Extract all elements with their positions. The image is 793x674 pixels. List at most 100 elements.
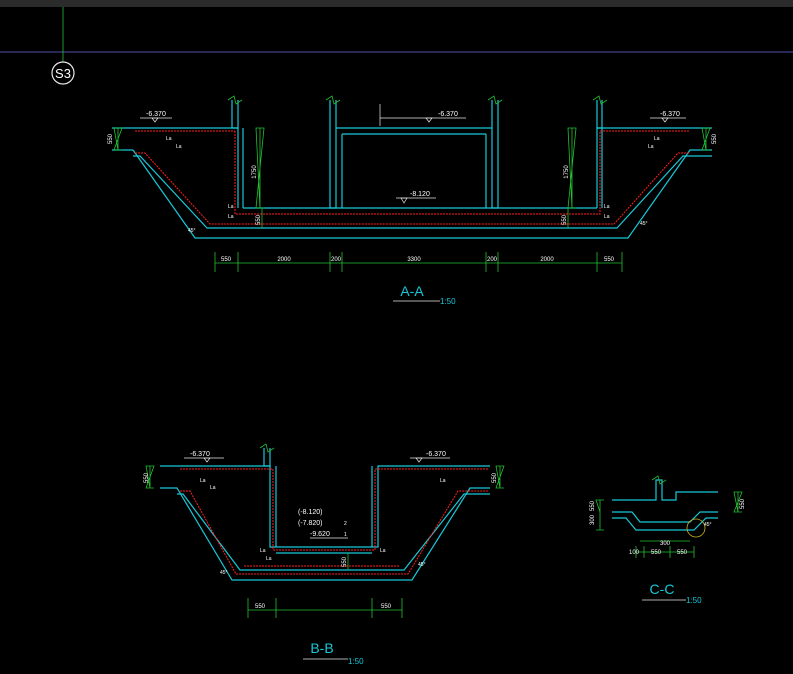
- aa-la-7: La: [654, 136, 660, 142]
- aa-outer-outline: [132, 149, 712, 239]
- cc-scale: 1:50: [686, 596, 702, 605]
- aa-la-5: La: [604, 204, 610, 210]
- aa-break-mark-4: [592, 95, 608, 105]
- aa-left-wall: [112, 127, 239, 208]
- section-bb[interactable]: -6.370 -6.370 (-8.120) (-7.820) -9.620 2…: [144, 443, 505, 666]
- sheet-marker[interactable]: S3: [51, 61, 75, 85]
- bb-la-4: La: [266, 556, 272, 562]
- aa-angle-left: 45°: [188, 228, 196, 234]
- aa-la-3: La: [228, 204, 234, 210]
- bb-elev-right: -6.370: [426, 451, 446, 458]
- aa-elev-bottom-triangle: [400, 197, 408, 204]
- bb-dim-left: [145, 465, 155, 489]
- cc-bottom-dim-1: 100: [629, 550, 640, 556]
- aa-dim-right-550: [701, 127, 711, 151]
- aa-elev-center: -6.370: [438, 111, 458, 118]
- aa-dim-left-550: [113, 127, 123, 151]
- aa-center-right-col: [491, 100, 499, 209]
- aa-la-4: La: [228, 214, 234, 220]
- section-aa[interactable]: -6.370 -6.370 -6.370 -8.120 1750 1750 55…: [108, 95, 718, 306]
- aa-break-mark-2: [325, 95, 341, 105]
- aa-scale: 1:50: [440, 297, 456, 306]
- bb-elev-left-triangle: [203, 457, 211, 463]
- bb-level-3: -9.620: [310, 531, 330, 538]
- aa-dim-left-wall: [255, 127, 265, 209]
- aa-elev-center-marker: [379, 104, 466, 126]
- cc-break-mark: [651, 475, 667, 485]
- bb-elev-left: -6.370: [190, 451, 210, 458]
- aa-dim-slab-left-text: 550: [256, 214, 262, 225]
- aa-elev-left: -6.370: [146, 111, 166, 118]
- section-cc[interactable]: 550 300 550 300 100 550 550 45° C-C 1:50: [590, 475, 746, 605]
- bb-inner-outline: [177, 493, 490, 571]
- aa-la-1: La: [166, 136, 172, 142]
- aa-break-mark-1: [227, 95, 243, 105]
- cc-dim-right: [733, 491, 743, 513]
- aa-bottom-dim-4: 3300: [407, 257, 421, 263]
- aa-rebar-left-wall: [234, 131, 601, 215]
- aa-dim-right-550-text: 550: [712, 133, 718, 144]
- aa-bottom-dim-2: 2000: [277, 257, 291, 263]
- bb-break-mark: [259, 443, 275, 453]
- cc-inner-outline: [612, 511, 718, 523]
- aa-dim-left-wall-text: 1750: [252, 165, 258, 179]
- aa-elev-right: -6.370: [660, 111, 680, 118]
- sheet-marker-label: S3: [55, 66, 71, 81]
- cc-dim-left-text: 550: [590, 500, 596, 511]
- cc-bottom-dim-2: 550: [651, 550, 662, 556]
- cc-dim-left2: [596, 512, 604, 531]
- aa-elev-right-triangle: [661, 117, 669, 123]
- aa-bottom-dim-7: 550: [604, 257, 615, 263]
- aa-bottom-dim-1: 550: [221, 257, 232, 263]
- bb-level-2: (-7.820): [298, 520, 323, 527]
- cc-bottom-dim-3: 550: [677, 550, 688, 556]
- cc-dim-chain-ticks: [635, 546, 695, 558]
- bb-dim-right: [495, 465, 505, 489]
- aa-bottom-dim-3: 200: [331, 257, 342, 263]
- cc-angle: 45°: [704, 522, 712, 528]
- aa-dim-right-wall: [567, 127, 577, 209]
- aa-angle-right: 45°: [640, 221, 648, 227]
- cc-title: C-C: [650, 581, 675, 597]
- bb-elev-right-triangle: [415, 457, 423, 463]
- bb-left-top: [160, 465, 490, 548]
- aa-center-left-col: [329, 100, 337, 209]
- bb-la-5: La: [380, 548, 386, 554]
- bb-level-note-2: 1: [344, 532, 347, 538]
- aa-dim-left-550-text: 550: [108, 133, 114, 144]
- bb-rebar-wall: [272, 469, 376, 551]
- aa-dim-chain-ticks: [214, 252, 623, 272]
- cc-top-outline: [612, 479, 718, 501]
- bb-bottom-dim-1: 550: [255, 604, 266, 610]
- aa-la-8: La: [648, 144, 654, 150]
- cc-detail-circle: [686, 518, 706, 538]
- cc-bottom-outline: [612, 517, 718, 531]
- aa-inner-outline: [133, 155, 712, 229]
- bb-scale: 1:50: [348, 657, 364, 666]
- bb-dim-pit-text: 550: [342, 556, 348, 567]
- bb-la-6: La: [440, 478, 446, 484]
- aa-rebar-main: [135, 152, 690, 225]
- bb-la-1: La: [200, 478, 206, 484]
- bb-outer-outline: [160, 487, 490, 581]
- aa-stub-right: [596, 100, 603, 129]
- aa-stub-left: [231, 100, 239, 129]
- aa-title: A-A: [400, 283, 424, 299]
- aa-bottom-dim-5: 200: [487, 257, 498, 263]
- bb-level-1: (-8.120): [298, 509, 323, 516]
- aa-elev-center-triangle: [425, 117, 433, 123]
- bb-bottom-dim-2: 550: [381, 604, 392, 610]
- cc-dim-300-text: 300: [660, 541, 671, 547]
- bb-angle-left: 45°: [220, 570, 228, 576]
- cc-dim-right-text: 550: [740, 498, 746, 509]
- aa-break-mark-3: [487, 95, 503, 105]
- bb-rebar-main: [180, 490, 488, 575]
- bb-title: B-B: [310, 640, 333, 656]
- aa-dim-slab-right-text: 550: [562, 214, 568, 225]
- aa-elev-bottom: -8.120: [410, 191, 430, 198]
- aa-bottom-dim-6: 2000: [540, 257, 554, 263]
- aa-dim-right-wall-text: 1750: [564, 165, 570, 179]
- bb-stub: [263, 448, 271, 467]
- bb-dim-chain-ticks: [247, 598, 403, 618]
